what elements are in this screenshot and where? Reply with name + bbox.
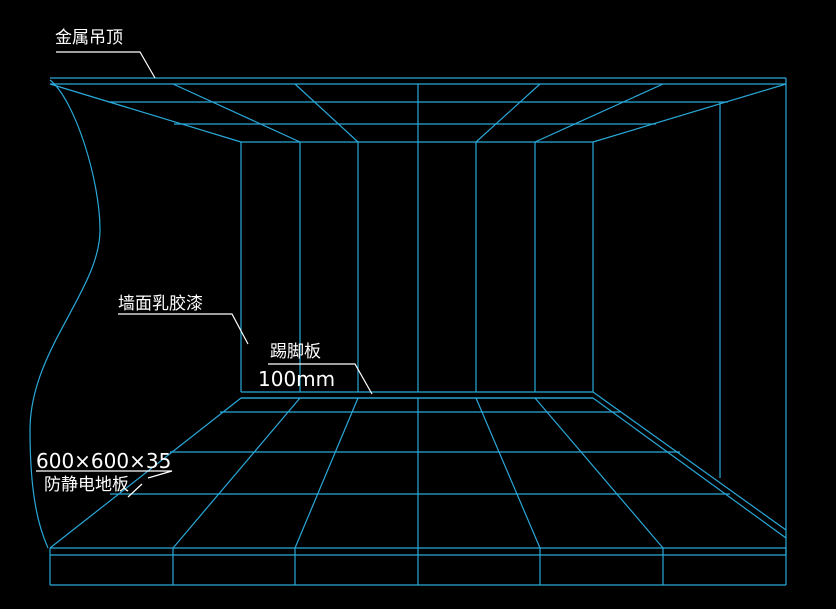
leader-ceiling	[56, 51, 156, 79]
ceiling-grid-col-5	[534, 83, 664, 143]
floor-left-perspective	[49, 397, 242, 549]
label-skirting-size: 100mm	[258, 367, 336, 391]
floor-right-perspective	[592, 391, 787, 531]
floor-grid-col-1	[172, 397, 301, 549]
floor-grid-col-5	[534, 397, 664, 549]
label-floor-size: 600×600×35	[36, 449, 172, 473]
ceiling-grid-col-2	[294, 83, 359, 143]
leader-floor	[127, 483, 143, 498]
leader-skirting	[268, 363, 373, 395]
floor-grid-col-2	[294, 397, 359, 549]
break-line-left	[29, 79, 101, 549]
label-skirting-title: 踢脚板	[270, 342, 321, 362]
label-ceiling: 金属吊顶	[55, 28, 123, 48]
label-floor-name: 防静电地板	[44, 475, 129, 495]
leader-wall	[118, 313, 249, 345]
floor-grid-col-4	[475, 397, 541, 549]
leader-floor-underline	[36, 470, 173, 479]
ceiling-grid-col-4	[475, 83, 541, 143]
ceiling-right-perspective	[592, 83, 787, 143]
floor-right-perspective-2	[592, 397, 787, 539]
ceiling-left-perspective	[49, 83, 242, 143]
ceiling-grid-col-1	[172, 83, 301, 143]
label-wall: 墙面乳胶漆	[118, 294, 203, 314]
